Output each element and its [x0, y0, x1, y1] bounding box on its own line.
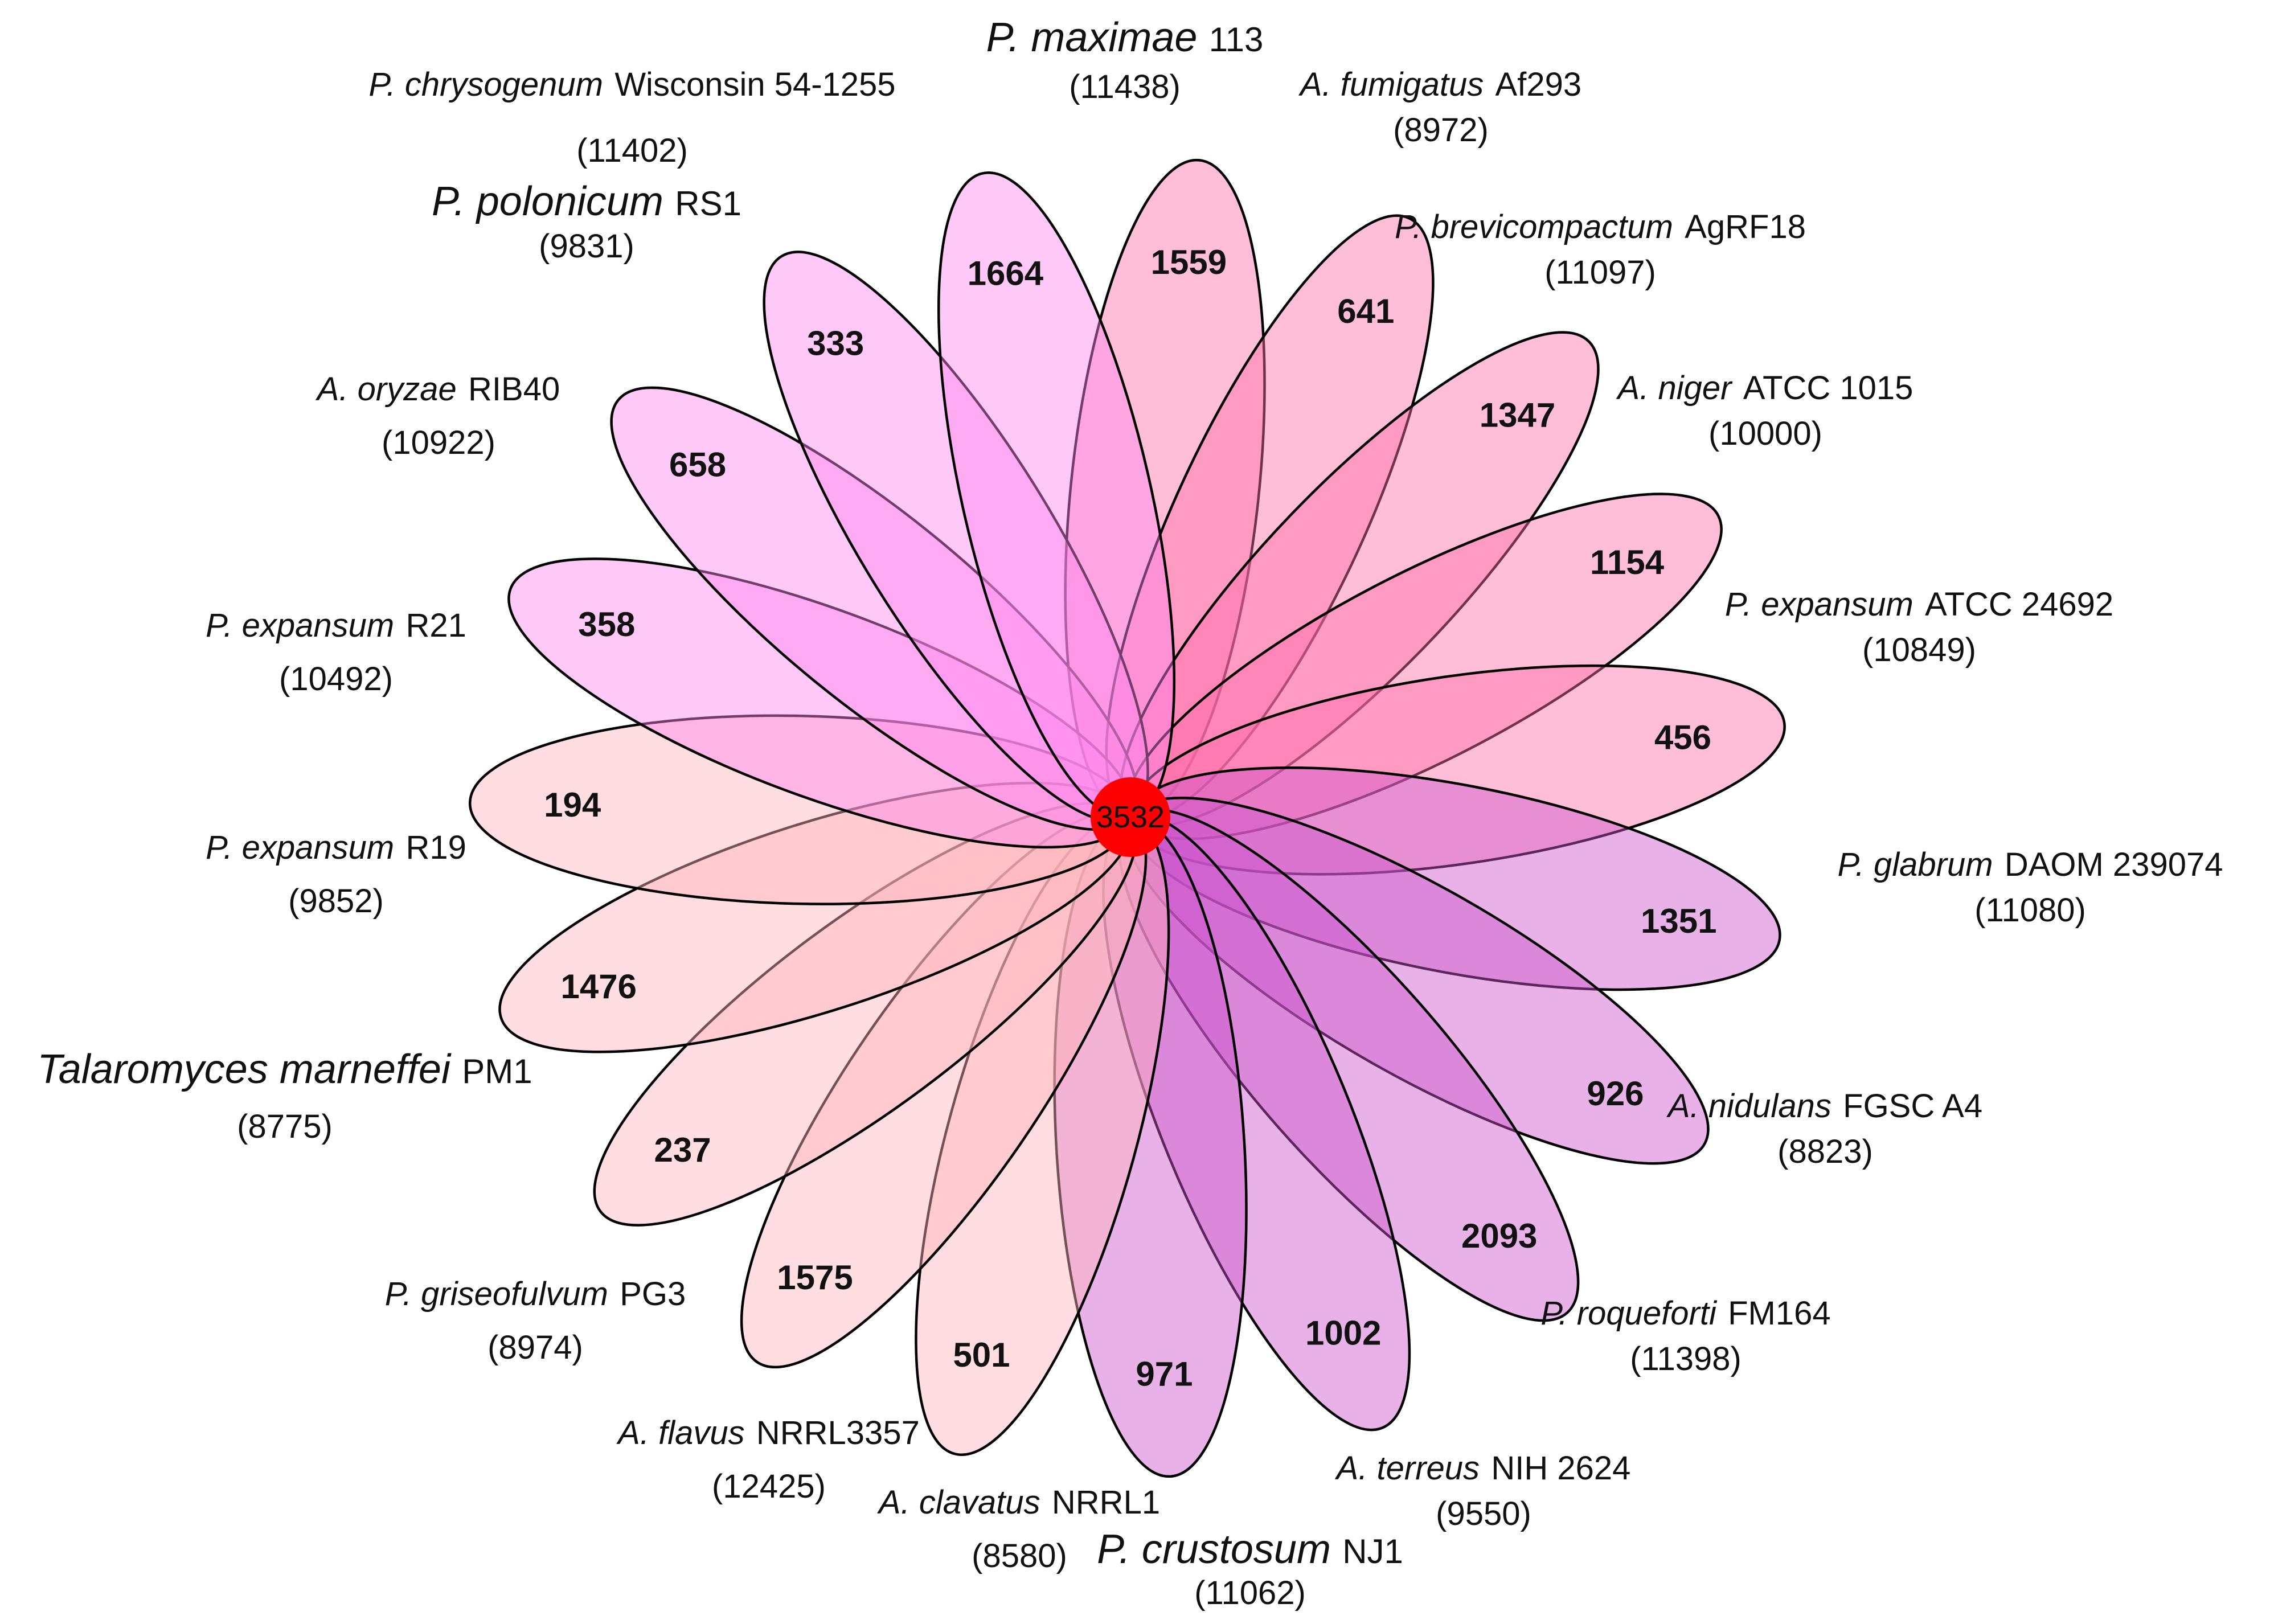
core-count: 3532 [1096, 800, 1165, 834]
petal-count-p-roqueforti: 2093 [1461, 1217, 1537, 1255]
petal-count-a-terreus: 1002 [1305, 1314, 1381, 1352]
petals-group [468, 158, 1786, 1478]
petal-count-t-marneffei: 1476 [561, 967, 637, 1006]
petal-count-a-nidulans: 926 [1587, 1075, 1644, 1113]
petal-counts-group: 1559 641 1347 1154 456 1351 926 2093 1002 971 501 1… [544, 243, 1716, 1393]
petal-count-p-expansum-r19: 194 [544, 786, 601, 824]
petal-count-a-oryzae: 658 [669, 446, 726, 484]
petal-count-p-glabrum: 1351 [1641, 902, 1716, 940]
petal-count-a-fumigatus: 641 [1337, 292, 1394, 330]
petal-count-a-niger: 1154 [1590, 543, 1665, 581]
petal-count-a-clavatus: 501 [953, 1336, 1010, 1374]
core-circle [1091, 777, 1170, 857]
petal-count-p-maximae: 1559 [1151, 243, 1227, 281]
petal-count-p-griseofulvum: 237 [654, 1131, 711, 1169]
petal-count-p-chrysogenum: 1664 [968, 254, 1044, 292]
petal-count-p-crustosum: 971 [1136, 1355, 1193, 1393]
petal-count-a-flavus: 1575 [777, 1258, 853, 1297]
petal-count-p-expansum-atcc: 456 [1654, 719, 1711, 757]
petal-count-p-expansum-r21: 358 [578, 605, 635, 643]
petal-count-p-brevicompactum: 1347 [1480, 396, 1555, 434]
petal-count-p-polonicum: 333 [807, 325, 864, 363]
